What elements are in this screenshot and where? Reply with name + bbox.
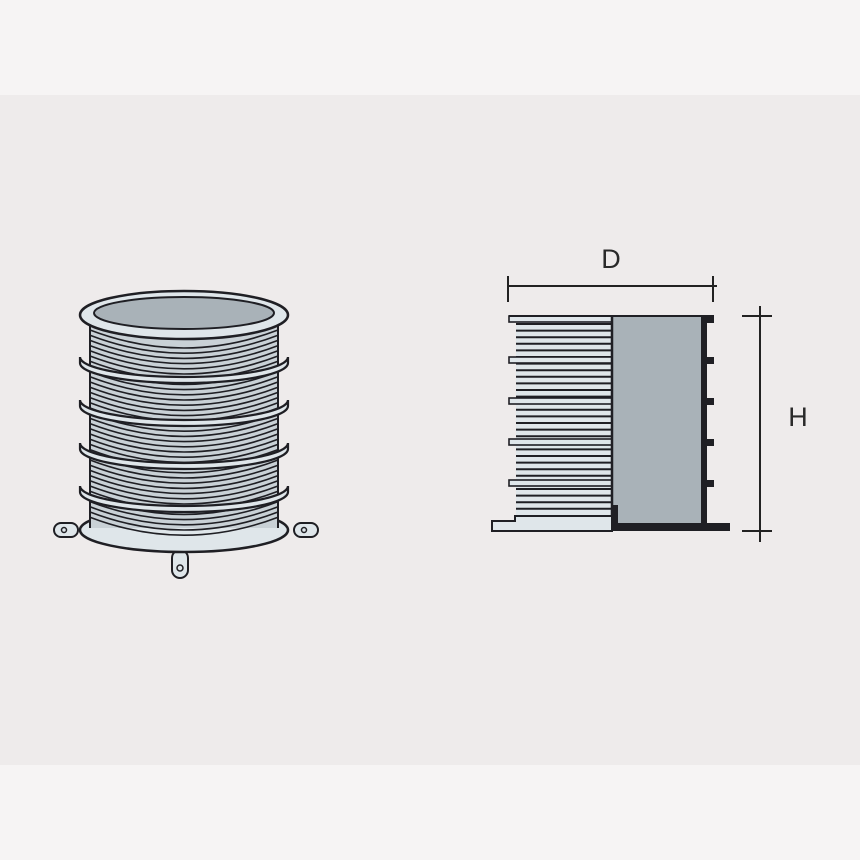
ring-section-right [704,316,714,323]
corrugation-ridge [89,355,279,375]
base-flange-right [612,523,730,531]
corrugation-ridge [89,350,279,370]
tab-hole-icon [60,526,68,534]
corrugation-ridge [89,344,279,365]
tab-hole-icon [300,526,308,534]
ring-section-right [704,357,714,364]
inner-step [612,505,618,527]
corrugation-ridge [89,391,279,412]
corrugation-ridge [89,370,279,391]
stacking-ring [78,356,290,385]
ring-section [508,479,613,487]
corrugation-ridge [89,417,279,438]
corrugation-ridge [89,480,279,500]
right-wall [701,316,707,530]
ring-section-right [704,439,714,446]
ring-section-right [704,480,714,487]
mounting-tab [171,549,189,579]
corrugation-ridge [89,485,279,505]
dimension-h: H [742,306,808,542]
dimension-d: D [507,244,717,302]
corrugation-ridge [89,376,279,396]
corrugation-ridge [89,469,279,490]
corrugation-ridge [89,428,279,448]
dimension-h-label: H [788,402,808,432]
corrugation-ridge [89,386,279,406]
ring-section [508,356,613,364]
stacking-ring [78,485,290,514]
corrugation-ridge [89,339,279,360]
ring-section [508,438,613,446]
riser-perspective-view [53,289,319,579]
corrugation-ridge [89,511,279,531]
corrugation-ridge [89,506,279,526]
corrugation-ridge [89,422,279,443]
riser-cross-section-view [491,315,730,532]
stacking-ring [78,399,290,428]
base-flange-left [491,515,613,532]
corrugation-ridge [89,464,279,484]
inner-cavity [612,317,706,525]
corrugation-ridge [89,381,279,401]
corrugation-ridge [89,396,279,417]
corrugation-ridge [89,329,279,349]
corrugation-ridge [89,500,279,521]
ring-section-right [704,398,714,405]
ring-section [508,397,613,405]
corrugation-ridge [89,474,279,495]
stacking-ring [78,442,290,471]
corrugation-ridge [89,334,279,354]
corrugation-ridge [89,459,279,479]
corrugation-ridge [89,516,279,536]
wall-section [516,317,612,525]
corrugation-ridge [89,438,279,458]
dimension-d-label: D [601,244,621,274]
tab-hole-icon [176,564,184,572]
corrugation-ridge [89,433,279,453]
top-opening [93,296,275,330]
